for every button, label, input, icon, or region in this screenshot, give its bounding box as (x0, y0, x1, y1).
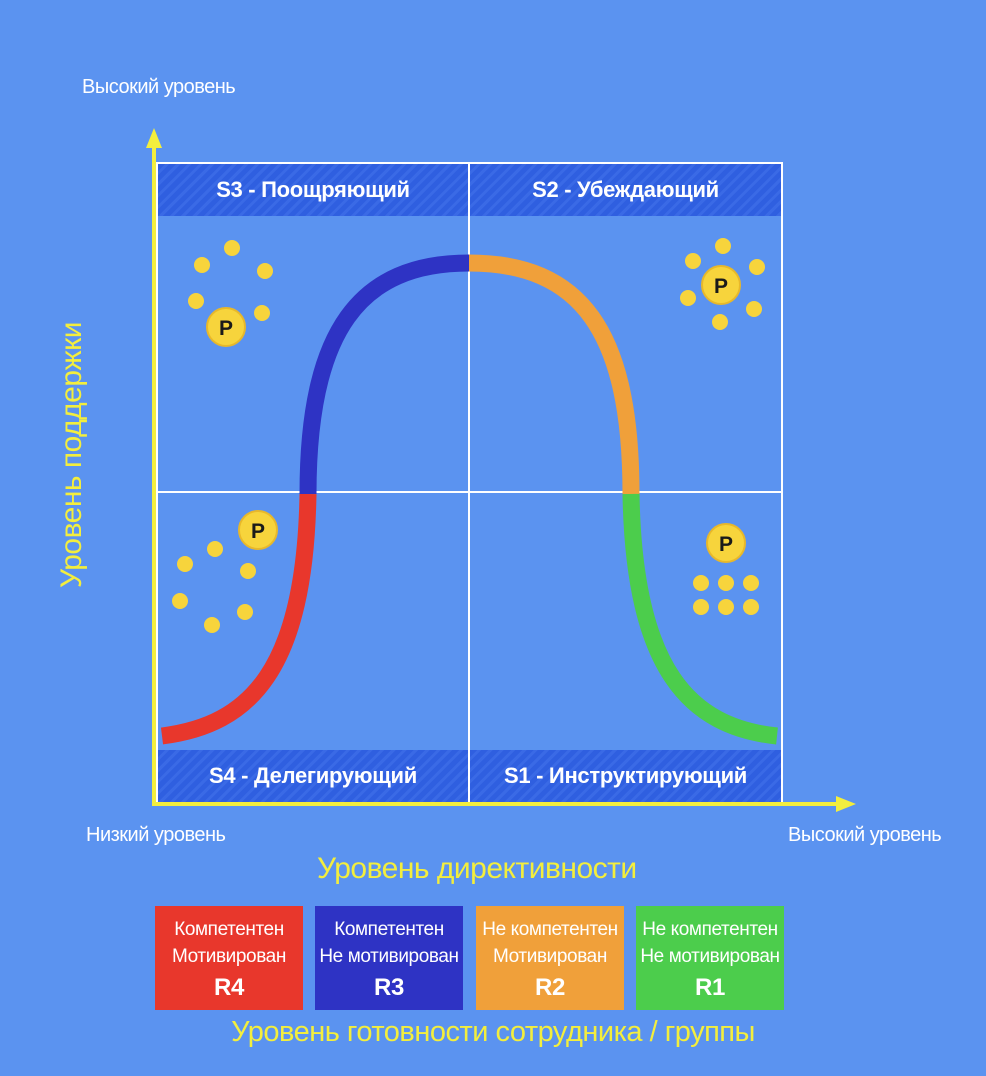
dot (257, 263, 273, 279)
quadrant-s1-band: S1 - Инструктирующий (470, 750, 781, 802)
dot (237, 604, 253, 620)
legend-r3-code: R3 (374, 973, 404, 1001)
legend-r3: Компетентен Не мотивирован R3 (315, 906, 463, 1010)
legend-r4-line1: Компетентен (174, 918, 284, 940)
person-marker-s3 (206, 307, 246, 347)
legend-r2: Не компетентен Мотивирован R2 (476, 906, 624, 1010)
dot (240, 563, 256, 579)
dot (680, 290, 696, 306)
dot (685, 253, 701, 269)
group-s3-dots: P (188, 240, 273, 347)
readiness-title: Уровень готовности сотрудника / группы (231, 1016, 755, 1048)
dot (224, 240, 240, 256)
dot (194, 257, 210, 273)
group-s4-dots: P (172, 510, 278, 633)
quadrant-s2-label: S2 - Убеждающий (532, 177, 719, 202)
legend-r1-line2: Не мотивирован (640, 945, 780, 967)
legend-r2-line1: Не компетентен (482, 918, 618, 940)
person-marker-s1-letter: P (719, 533, 733, 556)
person-marker-s4-letter: P (251, 520, 265, 543)
dot (715, 238, 731, 254)
dot (693, 599, 709, 615)
y-axis-arrow (146, 128, 162, 148)
person-marker-s2 (701, 265, 741, 305)
legend-r2-code: R2 (535, 973, 565, 1001)
quadrant-s3-band: S3 - Поощряющий (158, 164, 468, 216)
y-axis-high-label: Высокий уровень (82, 76, 236, 98)
curve-r4 (160, 493, 317, 745)
dot (693, 575, 709, 591)
legend-r2-line2: Мотивирован (493, 945, 607, 967)
legend-r4-code: R4 (214, 973, 244, 1001)
legend-r3-line2: Не мотивирован (319, 945, 459, 967)
quadrant-s4-label: S4 - Делегирующий (209, 763, 417, 788)
group-s1-dots: P (693, 523, 759, 615)
quadrant-s4-band: S4 - Делегирующий (158, 750, 468, 802)
x-axis-arrow (836, 796, 856, 812)
x-axis-high-label: Высокий уровень (788, 824, 942, 846)
legend-r4-line2: Мотивирован (172, 945, 286, 967)
dot (172, 593, 188, 609)
quadrant-s3-label: S3 - Поощряющий (216, 177, 410, 202)
person-marker-s3-letter: P (219, 317, 233, 340)
quadrant-s2-band: S2 - Убеждающий (470, 164, 781, 216)
dot (743, 575, 759, 591)
person-marker-s2-letter: P (714, 275, 728, 298)
curve-r2 (468, 254, 640, 495)
dot (254, 305, 270, 321)
dot (188, 293, 204, 309)
dot (712, 314, 728, 330)
dot (207, 541, 223, 557)
dot (718, 575, 734, 591)
dot (746, 301, 762, 317)
dot (743, 599, 759, 615)
x-axis-title: Уровень директивности (317, 852, 637, 885)
dot (177, 556, 193, 572)
dot (718, 599, 734, 615)
dot (749, 259, 765, 275)
legend-r1-code: R1 (695, 973, 725, 1001)
quadrant-s1-label: S1 - Инструктирующий (503, 763, 748, 788)
curve-r3 (299, 254, 470, 495)
group-s2-dots: P (680, 238, 765, 330)
legend-r1-line1: Не компетентен (642, 918, 778, 940)
person-marker-s1 (706, 523, 746, 563)
dot (204, 617, 220, 633)
x-axis-low-label: Низкий уровень (86, 824, 226, 846)
legend-r3-line1: Компетентен (334, 918, 444, 940)
legend-r1: Не компетентен Не мотивирован R1 (636, 906, 784, 1010)
curve-r1 (622, 493, 778, 745)
person-marker-s4 (238, 510, 278, 550)
legend-r4: Компетентен Мотивирован R4 (155, 906, 303, 1010)
